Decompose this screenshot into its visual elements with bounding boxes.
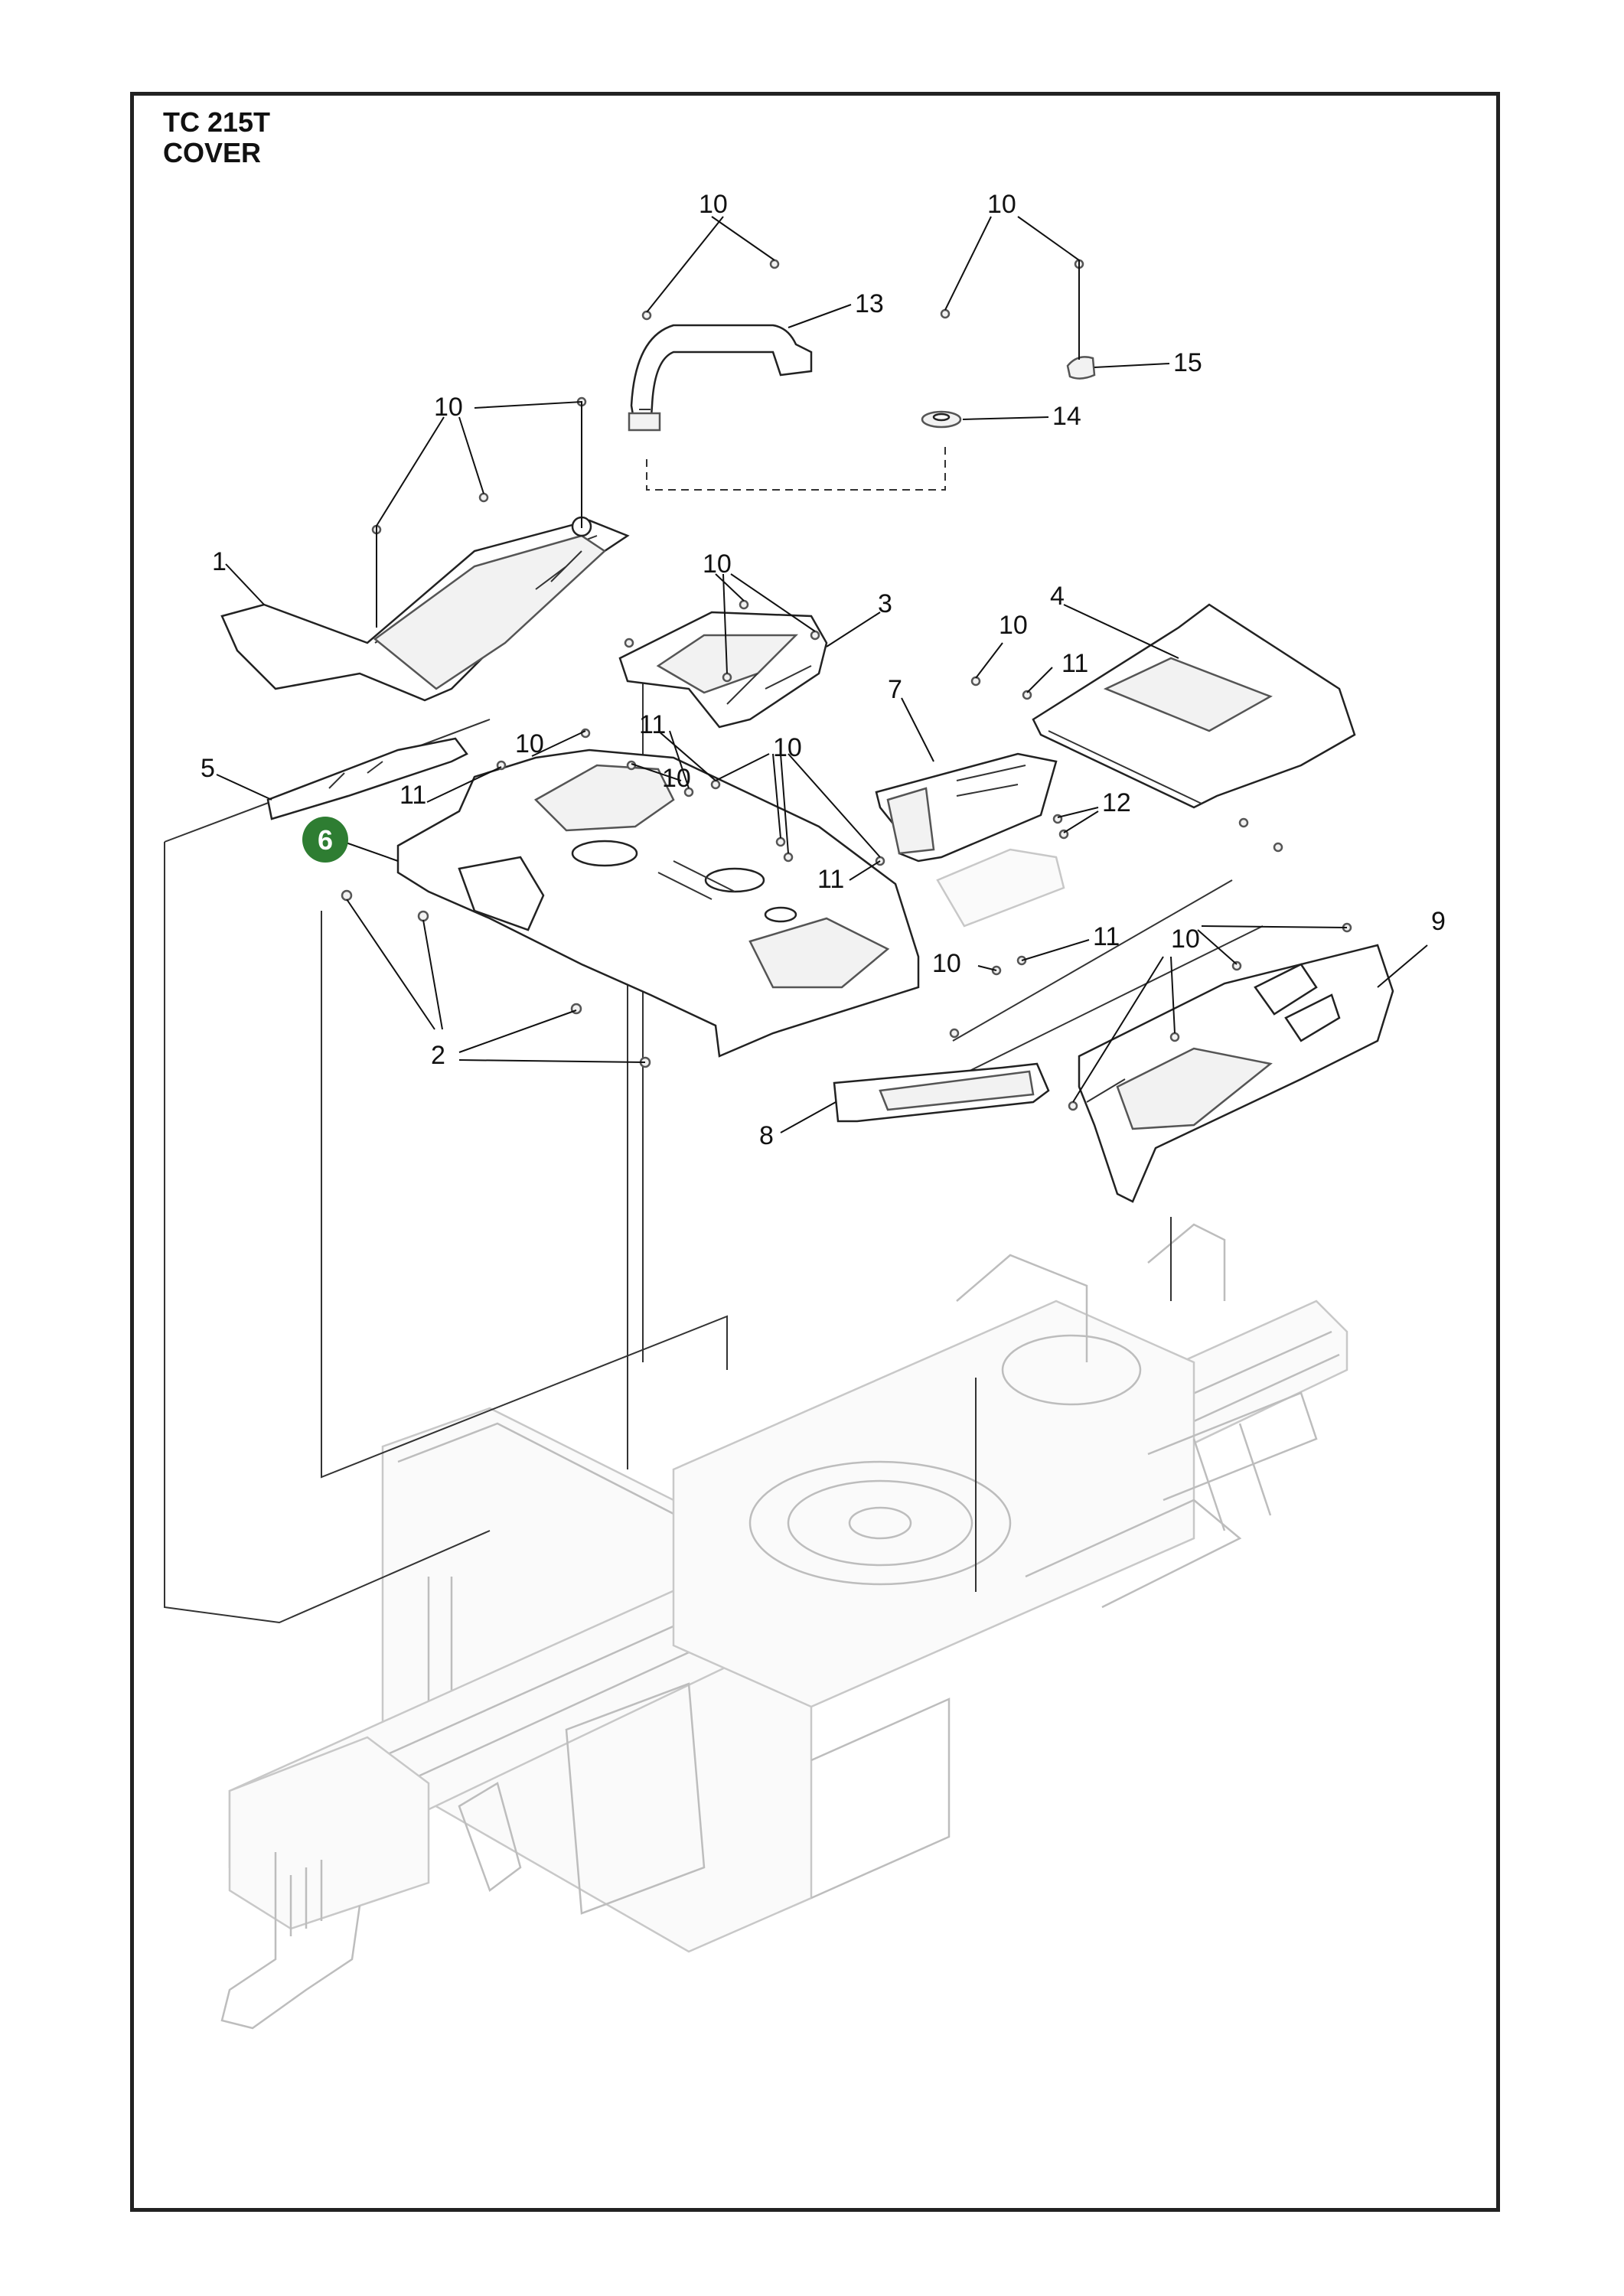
part-1-left-footrest-panel <box>220 516 630 702</box>
callout-3: 3 <box>878 589 892 618</box>
callout-9: 9 <box>1431 907 1446 936</box>
callout-11: 11 <box>399 781 426 810</box>
callout-10: 10 <box>999 611 1028 640</box>
callout-10: 10 <box>434 393 463 422</box>
callout-10: 10 <box>932 949 961 978</box>
callout-11: 11 <box>639 710 666 739</box>
callout-10: 10 <box>662 764 691 793</box>
callout-14: 14 <box>1052 402 1081 431</box>
part-13-grab-handle <box>628 324 813 432</box>
drawing-frame <box>130 92 1500 2212</box>
callout-7: 7 <box>888 675 902 704</box>
callout-13: 13 <box>855 289 884 318</box>
fastener-markers <box>341 259 1352 1111</box>
callout-5: 5 <box>201 754 215 783</box>
callout-labels: 10 10 13 15 14 10 1 10 3 4 10 11 7 10 11… <box>201 190 1446 1150</box>
highlight-badge-6: 6 <box>302 817 348 863</box>
callout-12: 12 <box>1102 788 1131 817</box>
part-9-right-footrest-panel <box>1078 944 1394 1203</box>
callout-15: 15 <box>1173 348 1202 377</box>
callout-10: 10 <box>1171 925 1200 954</box>
callout-1: 1 <box>212 547 227 576</box>
callout-10: 10 <box>699 190 728 219</box>
callout-11: 11 <box>1093 922 1120 951</box>
part-5-left-trim <box>266 737 468 820</box>
chassis-frame-ghost <box>220 1223 1348 2030</box>
callout-10: 10 <box>987 190 1016 219</box>
leader-lines <box>216 216 1428 1133</box>
handle-connector-dashed <box>646 444 946 491</box>
part-14-grommet <box>921 410 962 429</box>
callout-4: 4 <box>1050 582 1065 611</box>
part-4-rear-cover <box>1032 603 1356 809</box>
model-label: TC 215T <box>163 106 271 138</box>
callout-11: 11 <box>817 865 844 894</box>
part-6-main-cover <box>396 748 920 1058</box>
drawing-title: TC 215T COVER <box>163 107 270 168</box>
part-8-right-trim <box>833 1062 1050 1123</box>
callout-10: 10 <box>703 550 732 579</box>
section-label: COVER <box>163 137 262 168</box>
callout-2: 2 <box>431 1041 445 1070</box>
callout-11: 11 <box>1061 649 1088 678</box>
part-7-console-tray <box>875 752 1058 863</box>
highlight-badge-circle <box>302 817 348 863</box>
part-12-bracket-ghost <box>936 848 1065 928</box>
callout-10: 10 <box>515 729 544 758</box>
callout-8: 8 <box>759 1121 774 1150</box>
callout-10: 10 <box>773 733 802 762</box>
callout-6: 6 <box>318 824 333 856</box>
part-15-cap <box>1066 356 1096 380</box>
